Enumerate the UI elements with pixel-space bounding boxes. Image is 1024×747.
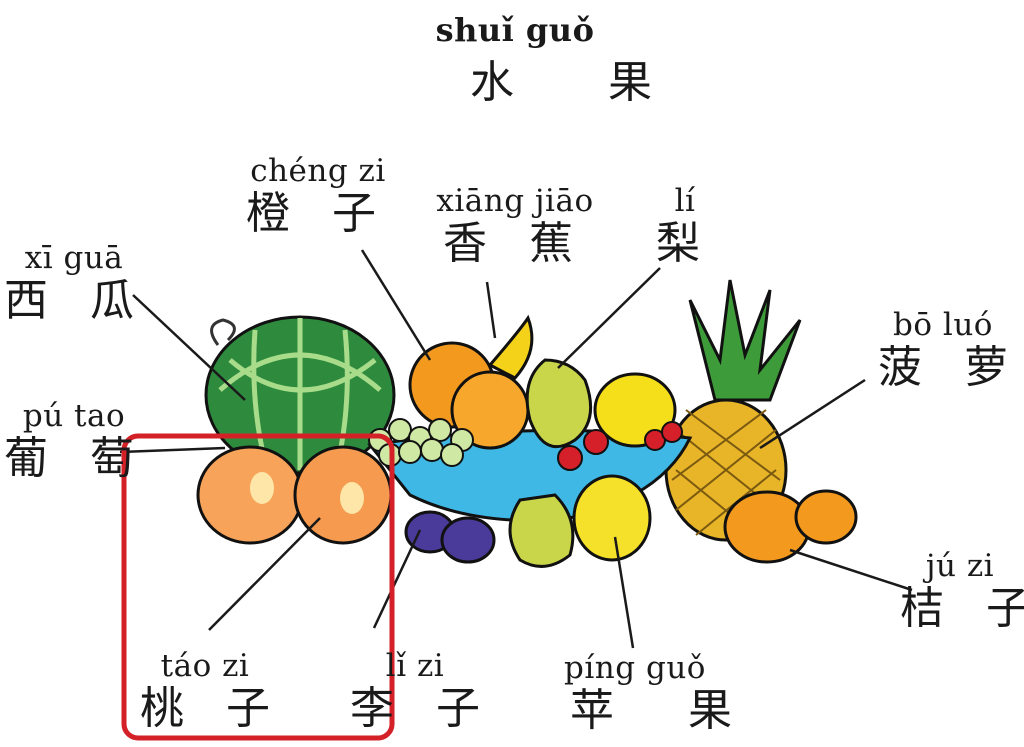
label-plum: lǐ zi 李 子	[350, 648, 480, 734]
label-orange-hanzi: 橙 子	[246, 188, 390, 239]
label-pineapple-pinyin: bō luó	[893, 307, 993, 343]
label-peach-pinyin: táo zi	[160, 648, 250, 684]
label-banana-hanzi: 香 蕉	[443, 218, 587, 269]
leader-lines	[119, 249, 913, 649]
label-watermelon-hanzi: 西 瓜	[4, 275, 148, 326]
label-banana: xiāng jiāo 香 蕉	[420, 183, 610, 269]
label-grapes: pú tao 葡 萄	[4, 398, 144, 484]
label-tangerine-pinyin: jú zi	[925, 548, 995, 584]
apple-illustration	[593, 372, 677, 448]
label-orange-pinyin: chéng zi	[250, 153, 386, 189]
highlight-box	[121, 433, 395, 741]
apple-illustration-2	[572, 474, 652, 562]
plums-illustration	[404, 510, 496, 564]
label-peach-hanzi: 桃 子	[140, 683, 284, 734]
cherries-illustration	[557, 421, 683, 471]
grapes-illustration	[368, 418, 474, 467]
label-banana-pinyin: xiāng jiāo	[436, 183, 594, 219]
label-tangerine-hanzi: 桔 子	[900, 583, 1024, 634]
label-apple-hanzi: 苹 果	[570, 685, 762, 736]
label-watermelon: xī guā 西 瓜	[4, 240, 144, 326]
label-apple-pinyin: píng guǒ	[564, 650, 706, 686]
label-watermelon-pinyin: xī guā	[24, 240, 124, 276]
label-orange: chéng zi 橙 子	[228, 153, 408, 239]
banana-illustration	[487, 314, 534, 380]
label-pear-hanzi: 梨	[656, 218, 714, 269]
label-grapes-hanzi: 葡 萄	[4, 433, 148, 484]
label-pear-pinyin: lí	[674, 183, 696, 219]
label-apple: píng guǒ 苹 果	[550, 650, 762, 736]
label-plum-hanzi: 李 子	[350, 683, 494, 734]
label-grapes-pinyin: pú tao	[22, 398, 126, 434]
label-peach: táo zi 桃 子	[140, 648, 270, 734]
title-pinyin: shuǐ guǒ	[435, 11, 595, 49]
title: shuǐ guǒ 水 果	[430, 11, 692, 108]
label-pineapple: bō luó 菠 萝	[878, 307, 1008, 393]
pear-illustration	[525, 358, 593, 449]
label-tangerine: jú zi 桔 子	[900, 548, 1024, 634]
tangerines-illustration	[723, 489, 858, 564]
label-pineapple-hanzi: 菠 萝	[878, 342, 1022, 393]
label-pear: lí 梨	[650, 183, 720, 269]
label-plum-pinyin: lǐ zi	[385, 648, 445, 684]
pear-illustration-2	[508, 493, 575, 568]
peaches-illustration	[196, 445, 393, 545]
title-hanzi: 水 果	[470, 57, 692, 108]
